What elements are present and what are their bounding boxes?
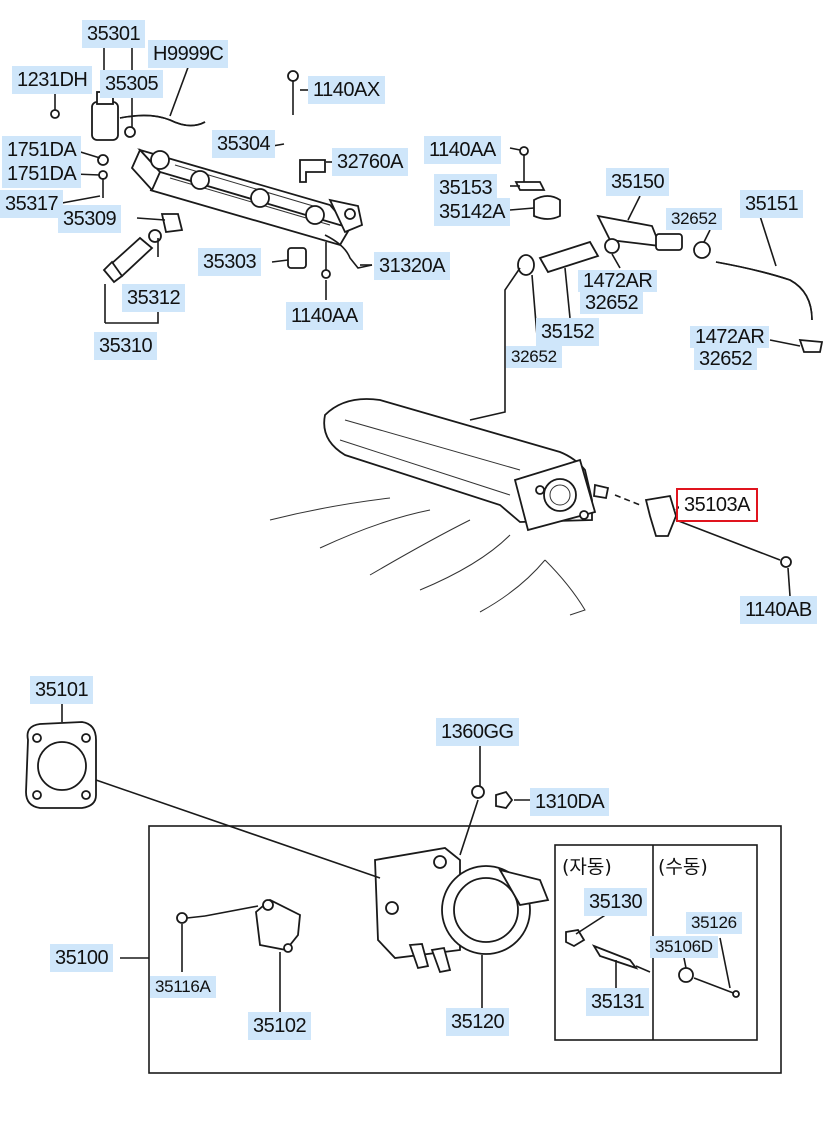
- part-label-35142a[interactable]: 35142A: [434, 198, 510, 226]
- pcv-valve-drawing: [514, 146, 824, 353]
- part-label-32760a[interactable]: 32760A: [332, 148, 408, 176]
- part-label-1472ar-left[interactable]: 1472AR: [578, 270, 658, 292]
- part-label-31320a[interactable]: 31320A: [374, 252, 450, 280]
- part-label-35317[interactable]: 35317: [0, 190, 64, 218]
- throttle-body-box: [95, 779, 782, 1074]
- part-label-1751da-upper[interactable]: 1751DA: [2, 136, 82, 164]
- part-label-35153[interactable]: 35153: [434, 174, 498, 202]
- part-label-1231dh[interactable]: 1231DH: [12, 66, 93, 94]
- part-label-35101[interactable]: 35101: [30, 676, 94, 704]
- part-label-1140ax[interactable]: 1140AX: [308, 76, 385, 104]
- part-label-35106d[interactable]: 35106D: [650, 936, 718, 958]
- part-label-1751da-lower[interactable]: 1751DA: [2, 160, 82, 188]
- part-label-35305[interactable]: 35305: [100, 70, 164, 98]
- part-label-35151[interactable]: 35151: [740, 190, 804, 218]
- part-label-35116a[interactable]: 35116A: [150, 976, 216, 998]
- part-label-32652-right[interactable]: 32652: [694, 348, 758, 370]
- part-label-h9999c[interactable]: H9999C: [148, 40, 229, 68]
- part-label-1360gg[interactable]: 1360GG: [436, 718, 519, 746]
- part-label-35100[interactable]: 35100: [50, 944, 114, 972]
- part-label-35309[interactable]: 35309: [58, 205, 122, 233]
- part-label-1140ab[interactable]: 1140AB: [740, 596, 817, 624]
- part-label-35131[interactable]: 35131: [586, 988, 650, 1016]
- part-label-35120[interactable]: 35120: [446, 1008, 510, 1036]
- part-label-35303[interactable]: 35303: [198, 248, 262, 276]
- part-label-35152[interactable]: 35152: [536, 318, 600, 346]
- part-label-1472ar-right[interactable]: 1472AR: [690, 326, 770, 348]
- part-label-35103a-selected[interactable]: 35103A: [676, 488, 758, 522]
- part-label-1140aa-upper[interactable]: 1140AA: [424, 136, 501, 164]
- part-label-35126[interactable]: 35126: [686, 912, 742, 934]
- part-label-35310[interactable]: 35310: [94, 332, 158, 360]
- gasket-drawing: [25, 721, 97, 809]
- variant-header-manual: (수동): [658, 856, 708, 878]
- part-label-35301[interactable]: 35301: [82, 20, 146, 48]
- part-label-35304[interactable]: 35304: [212, 130, 276, 158]
- variant-header-auto: (자동): [562, 856, 612, 878]
- part-label-32652-mid[interactable]: 32652: [506, 346, 562, 368]
- part-label-35102[interactable]: 35102: [248, 1012, 312, 1040]
- part-label-35130[interactable]: 35130: [584, 888, 648, 916]
- part-label-1140aa-lower[interactable]: 1140AA: [286, 302, 363, 330]
- part-label-32652-upper[interactable]: 32652: [666, 208, 722, 230]
- part-label-35312[interactable]: 35312: [122, 284, 186, 312]
- intake-manifold-drawing: [269, 267, 792, 616]
- part-label-35150[interactable]: 35150: [606, 168, 670, 196]
- part-label-1310da[interactable]: 1310DA: [530, 788, 610, 816]
- part-label-32652-left[interactable]: 32652: [580, 292, 644, 314]
- fuel-rail-drawing: [50, 70, 373, 284]
